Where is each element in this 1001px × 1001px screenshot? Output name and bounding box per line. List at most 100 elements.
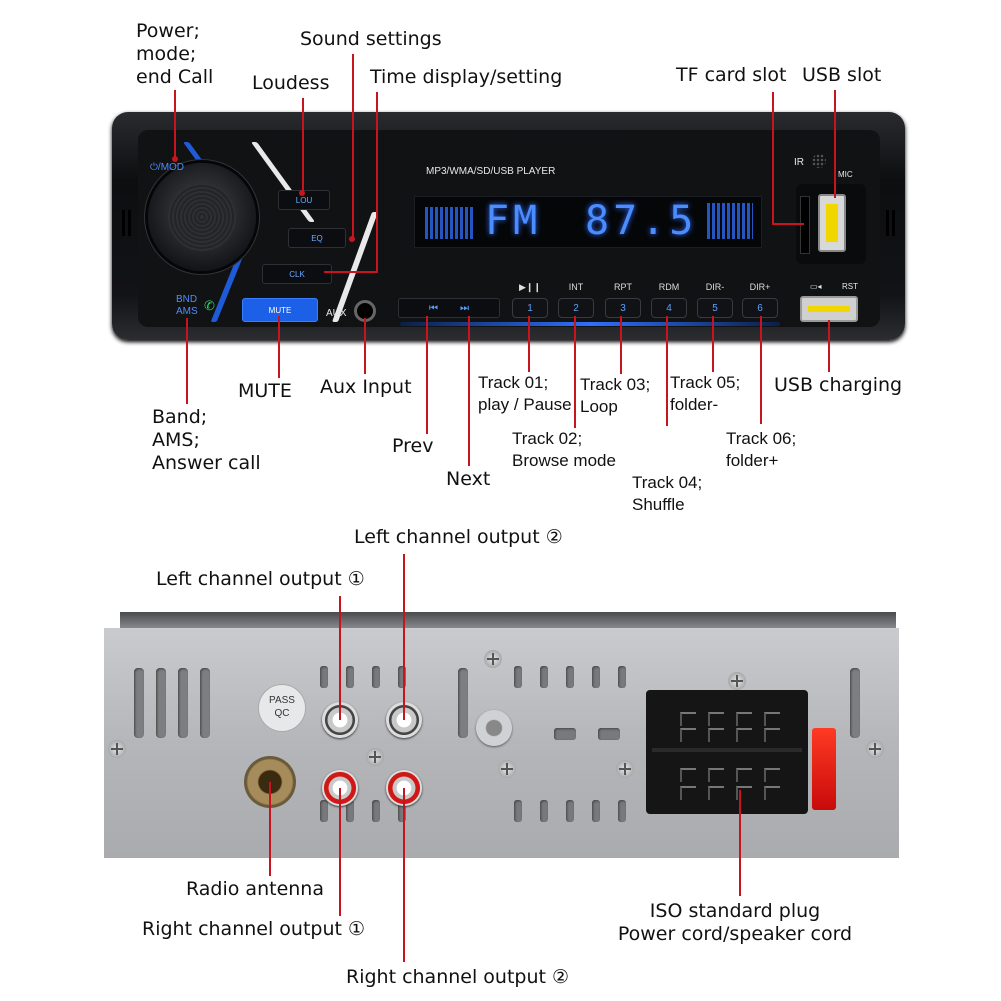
lcd-display: FM 87.5 [414, 196, 762, 248]
button-2[interactable]: 2 [558, 298, 594, 318]
vent-slot [398, 666, 406, 688]
display-band: FM [485, 198, 542, 244]
leader-power [174, 90, 176, 160]
iso-pin [680, 768, 696, 782]
mute-label: MUTE [268, 305, 292, 315]
ir-sensor [812, 154, 826, 168]
pass-qc-sticker: PASS QC [258, 684, 306, 732]
bnd-label: BND [176, 294, 198, 305]
button-1[interactable]: 1 [512, 298, 548, 318]
vent-slot [850, 668, 860, 738]
left-vent [128, 210, 131, 236]
leader-left-out-2 [403, 554, 405, 720]
eq-button[interactable]: EQ [288, 228, 346, 248]
prev-icon[interactable]: ⏮ [429, 302, 438, 314]
label-track06: Track 06; folder+ [726, 429, 797, 470]
label-left-out-2: Left channel output ② [354, 526, 563, 548]
leader-time [324, 271, 378, 273]
label-loudess: Loudess [252, 72, 330, 94]
pass-qc-text: PASS QC [269, 695, 295, 719]
iso-pin [736, 728, 752, 742]
label-track02: Track 02; Browse mode [512, 429, 616, 470]
iso-pin [708, 768, 724, 782]
screw-icon [616, 760, 634, 778]
next-icon[interactable]: ⏭ [460, 302, 469, 314]
label-track04: Track 04; Shuffle [632, 473, 703, 514]
leader-right-out-2 [403, 788, 405, 962]
button-5[interactable]: 5 [697, 298, 733, 318]
vent-slot [592, 800, 600, 822]
button-3[interactable]: 3 [605, 298, 641, 318]
label-usb-slot: USB slot [802, 64, 882, 86]
usb-charging-tongue [808, 306, 850, 312]
leader-prev [426, 316, 428, 434]
mounting-boss [476, 710, 512, 746]
vent-slot [156, 668, 166, 738]
usb-slot-tongue [826, 204, 838, 242]
eq-bars-left [425, 207, 475, 239]
button-6-label: DIR+ [749, 282, 771, 292]
rst-label: RST [842, 282, 858, 291]
usb-slot[interactable] [818, 194, 846, 252]
tf-card-slot[interactable] [800, 196, 810, 254]
iso-pin [764, 786, 780, 800]
eq-bars-right [707, 203, 753, 239]
iso-pin [764, 728, 780, 742]
button-1-label: ▶❙❙ [518, 282, 541, 292]
aux-label: AUX [326, 308, 347, 319]
button-2-label: INT [568, 282, 584, 292]
vent-slot [598, 728, 620, 740]
iso-pin [680, 728, 696, 742]
prev-next-rocker[interactable]: ⏮ ⏭ [398, 298, 500, 318]
leader-iso [739, 790, 741, 896]
leader-time [376, 92, 378, 272]
vent-slot [320, 800, 328, 822]
vent-slot [554, 728, 576, 740]
clk-button[interactable]: CLK [262, 264, 332, 284]
label-iso-plug: ISO standard plug Power cord/speaker cor… [617, 900, 853, 945]
usb-charging-port[interactable] [800, 296, 858, 322]
label-track05: Track 05; folder- [670, 373, 741, 414]
leader-track06 [760, 316, 762, 424]
mod-label: ⏻/MOD [150, 162, 185, 173]
ams-label: AMS [176, 306, 198, 317]
button-4[interactable]: 4 [651, 298, 687, 318]
vent-slot [458, 668, 468, 738]
volume-knob[interactable] [148, 163, 256, 271]
leader-track01 [528, 316, 530, 372]
phone-answer-icon: ✆ [204, 298, 215, 313]
iso-pin [736, 768, 752, 782]
mute-button[interactable]: MUTE [242, 298, 318, 322]
leader-mute [278, 316, 280, 378]
iso-pin [764, 712, 780, 726]
fuse [812, 728, 836, 810]
button-4-label: RDM [658, 282, 680, 292]
button-glow-strip [400, 322, 780, 326]
leader-track05 [712, 316, 714, 372]
iso-pin [708, 712, 724, 726]
vent-slot [618, 800, 626, 822]
ir-label: IR [794, 157, 804, 168]
button-6[interactable]: 6 [742, 298, 778, 318]
iso-pin [736, 712, 752, 726]
iso-pin [708, 786, 724, 800]
vent-slot [372, 800, 380, 822]
leader-track03 [620, 316, 622, 374]
leader-sound [352, 54, 354, 240]
iso-pin [680, 786, 696, 800]
leader-track04 [666, 316, 668, 426]
vent-slot [320, 666, 328, 688]
vent-slot [540, 666, 548, 688]
label-aux-input: Aux Input [320, 376, 412, 398]
iso-divider [652, 748, 802, 752]
screw-icon [366, 748, 384, 766]
leader-dot [172, 156, 178, 162]
button-3-label: RPT [614, 282, 632, 292]
knob-ring [168, 183, 236, 251]
mod-label-text: MOD [160, 162, 185, 173]
iso-pin [708, 728, 724, 742]
iso-connector[interactable] [646, 690, 808, 814]
leader-next [468, 316, 470, 466]
